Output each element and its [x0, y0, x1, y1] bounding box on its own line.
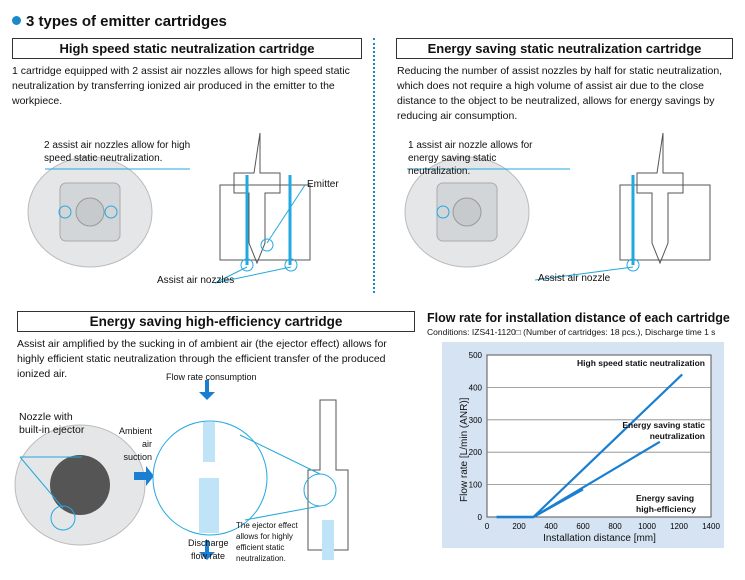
- series-line-2: [496, 488, 584, 519]
- y-tick-label: 400: [469, 383, 483, 392]
- legend-high-efficiency: Energy saving high-efficiency: [636, 493, 696, 514]
- x-tick-label: 0: [485, 522, 490, 531]
- x-tick-label: 600: [576, 522, 590, 531]
- energy-saving-callout: 1 assist air nozzle allows for energy sa…: [408, 140, 533, 177]
- high-efficiency-illustration: [14, 380, 349, 560]
- x-tick-label: 400: [544, 522, 558, 531]
- bullet-icon: [12, 16, 21, 25]
- high-efficiency-header: Energy saving high-efficiency cartridge: [17, 311, 415, 332]
- x-tick-label: 1000: [638, 522, 656, 531]
- high-speed-callout: 2 assist air nozzles allow for high spee…: [44, 140, 191, 164]
- legend-high-speed: High speed static neutralization: [577, 358, 705, 368]
- chart-subtitle: Conditions: IZS41-1120□ (Number of cartr…: [427, 327, 716, 337]
- x-tick-label: 1200: [670, 522, 688, 531]
- legend-energy-saving: Energy saving static neutralization: [622, 420, 705, 441]
- high-speed-illustration: [27, 132, 311, 284]
- x-tick-label: 800: [608, 522, 622, 531]
- y-tick-label: 500: [469, 351, 483, 360]
- discharge-label: Discharge flow rate: [188, 538, 229, 561]
- x-tick-label: 1400: [702, 522, 720, 531]
- y-tick-label: 0: [478, 513, 483, 522]
- energy-saving-text: Reducing the number of assist nozzles by…: [397, 65, 723, 122]
- assist-nozzles-label: Assist air nozzles: [157, 275, 235, 286]
- energy-saving-header: Energy saving static neutralization cart…: [396, 38, 733, 59]
- section-title: 3 types of emitter cartridges: [12, 13, 227, 30]
- x-tick-label: 200: [512, 522, 526, 531]
- y-tick-label: 300: [469, 416, 483, 425]
- y-tick-label: 100: [469, 481, 483, 490]
- flow-consumption-label: Flow rate consumption: [166, 372, 257, 382]
- divider: [373, 38, 375, 293]
- ambient-label: Ambient air suction: [118, 426, 152, 462]
- ejector-nozzle-label: Nozzle with built-in ejector: [19, 411, 85, 436]
- high-efficiency-text: Assist air amplified by the sucking in o…: [17, 338, 387, 380]
- energy-saving-illustration: [404, 132, 711, 281]
- chart-title: Flow rate for installation distance of e…: [427, 311, 730, 325]
- high-speed-text: 1 cartridge equipped with 2 assist air n…: [12, 65, 350, 107]
- section-title-text: 3 types of emitter cartridges: [26, 13, 227, 30]
- high-speed-header: High speed static neutralization cartrid…: [12, 38, 362, 59]
- y-tick-label: 200: [469, 448, 483, 457]
- flow-rate-chart: 0 100 200 300 400 500 0 200 400 600 800 1000 1200 140…: [469, 351, 721, 531]
- ejector-note: The ejector effect allows for highly eff…: [236, 521, 298, 563]
- x-axis-label: Installation distance [mm]: [543, 533, 656, 544]
- assist-nozzle-label: Assist air nozzle: [538, 273, 611, 284]
- emitter-label: Emitter: [307, 179, 339, 190]
